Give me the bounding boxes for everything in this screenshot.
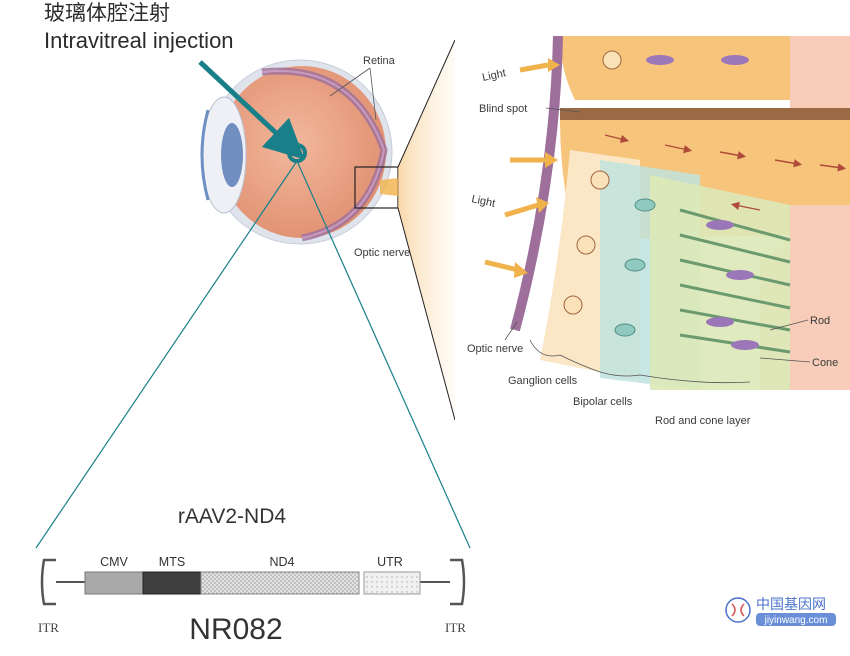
- ganglion-label: Ganglion cells: [508, 375, 578, 387]
- title-english: Intravitreal injection: [44, 28, 234, 53]
- lead-line-right: [296, 160, 471, 549]
- zoom-line-bottom: [397, 207, 456, 421]
- watermark: 中国基因网 jiyinwang.com: [725, 596, 836, 626]
- segment-mts: [142, 571, 202, 595]
- segment-utr-label: UTR: [377, 555, 403, 569]
- watermark-en: jiyinwang.com: [764, 615, 828, 626]
- zoom-line-top: [397, 39, 456, 168]
- itr-right-shape: [450, 558, 466, 606]
- retina-label: Retina: [363, 55, 396, 67]
- rod-cone-layer-label: Rod and cone layer: [655, 415, 751, 427]
- optic-nerve-label-text: Optic nerve: [354, 247, 410, 259]
- retina-detail-panel: [455, 35, 850, 426]
- segment-mts-label: MTS: [159, 555, 185, 569]
- segment-cmv-label: CMV: [100, 555, 128, 569]
- blind-spot-label: Blind spot: [479, 103, 527, 115]
- watermark-logo-icon: [725, 597, 751, 623]
- optic-nerve-shape: [380, 178, 398, 196]
- itr-right-label: ITR: [445, 620, 466, 635]
- segment-utr: [363, 571, 421, 595]
- watermark-cn: 中国基因网: [756, 596, 826, 612]
- bipolar-label: Bipolar cells: [573, 396, 633, 408]
- construct-id: NR082: [189, 613, 282, 646]
- segment-cmv: [84, 571, 144, 595]
- segment-nd4-label: ND4: [269, 555, 294, 569]
- itr-left-shape: [40, 558, 56, 606]
- light-label-2: Light: [470, 193, 496, 210]
- segment-nd4: [200, 571, 360, 595]
- vector-construct: rAAV2-ND4 CMV MTS ND4 UTR ITR ITR NR082: [38, 505, 466, 646]
- construct-name: rAAV2-ND4: [178, 505, 286, 528]
- light-label-1: Light: [481, 67, 507, 84]
- zoom-beam: [398, 40, 455, 420]
- itr-left-label: ITR: [38, 620, 59, 635]
- cone-label: Cone: [812, 357, 838, 369]
- optic-nerve-label-eye: Optic nerve: [354, 247, 410, 259]
- optic-nerve-label-detail: Optic nerve: [467, 343, 523, 355]
- rod-label: Rod: [810, 315, 830, 327]
- watermark-pill: [756, 613, 836, 626]
- title-chinese: 玻璃体腔注射: [44, 2, 170, 25]
- injection-arrow: [198, 60, 305, 160]
- lead-line-left: [35, 160, 298, 549]
